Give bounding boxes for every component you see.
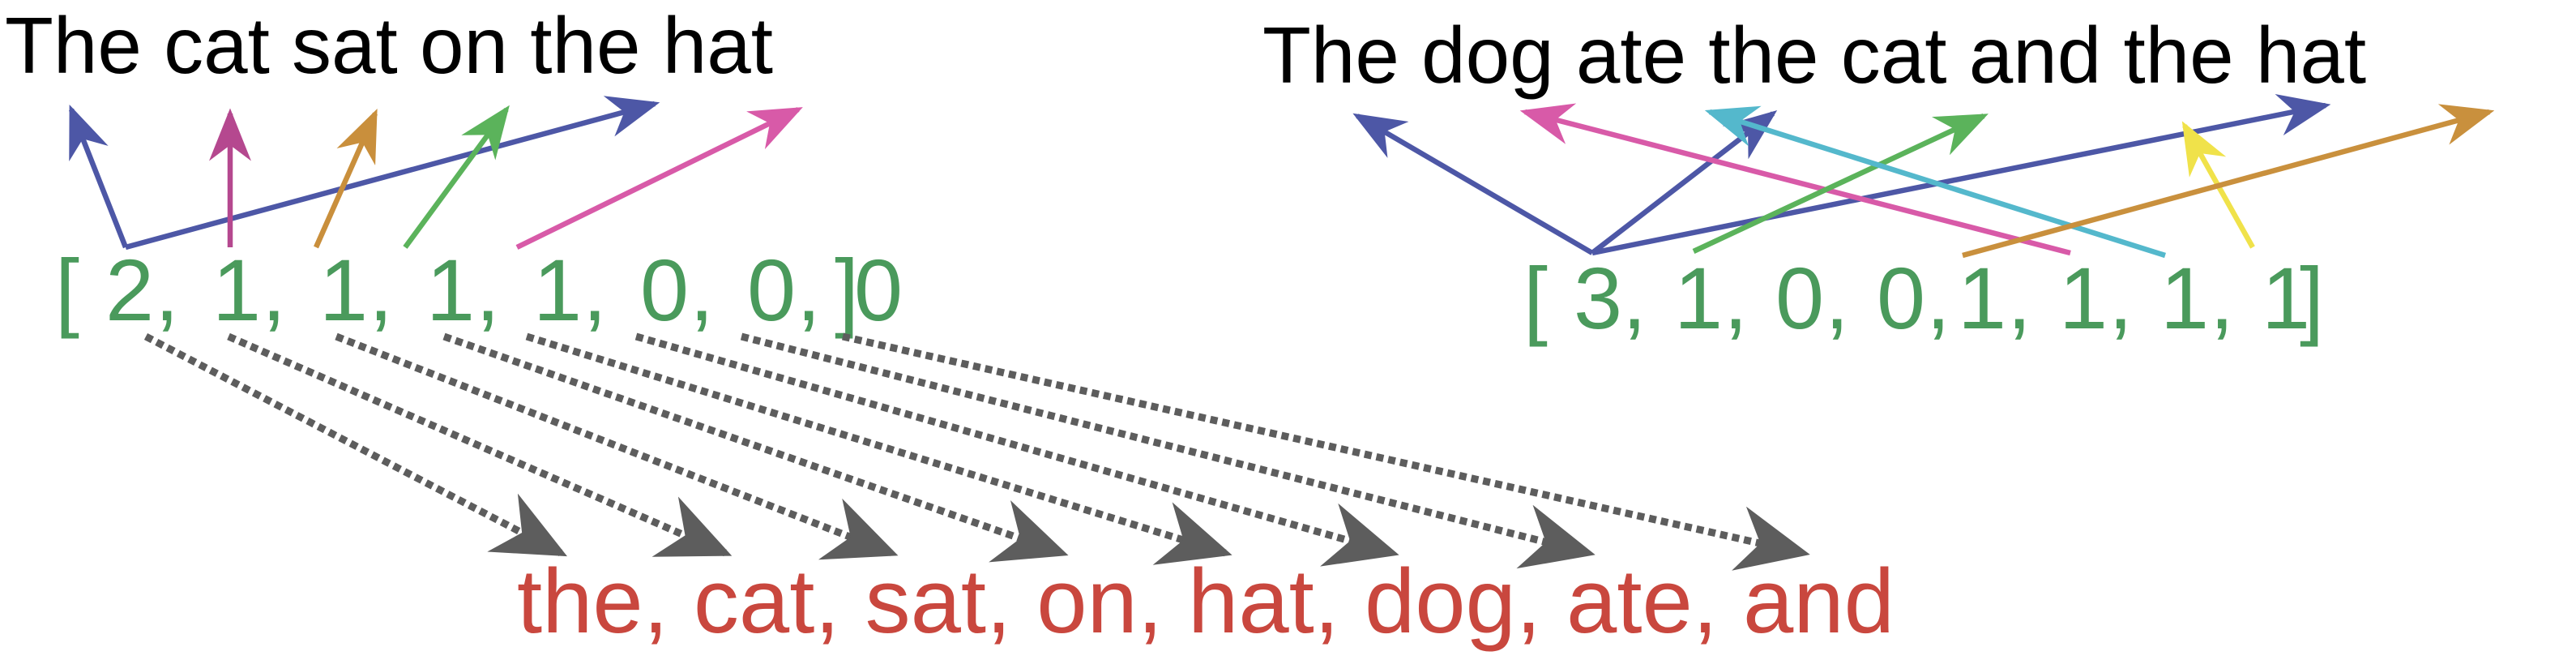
vector-value: 1 xyxy=(2059,249,2108,347)
vector-value: 3 xyxy=(1574,249,1622,347)
vector-value: 0 xyxy=(854,241,903,339)
link-on xyxy=(442,332,1069,563)
vocabulary-list: the, cat, sat, on, hat, dog, ate, and xyxy=(517,551,1895,652)
count-vector-1: [ 2 , 1 , 1 , 1 , 1 , 0 , 0 , 0 ] xyxy=(55,241,903,339)
arrow-hat xyxy=(515,107,803,250)
vector-comma: , xyxy=(369,241,393,339)
vector-value: 1 xyxy=(319,241,368,339)
link-the xyxy=(143,333,567,557)
vector-comma: , xyxy=(2210,249,2234,347)
vector-comma: , xyxy=(1724,249,1748,347)
vector-value: 1 xyxy=(2262,249,2310,347)
vector-value: 1 xyxy=(533,241,582,339)
sentence-1: The cat sat on the hat xyxy=(5,1,773,90)
vector-value: 0 xyxy=(640,241,689,339)
arrow-dog xyxy=(1692,114,1989,254)
vocabulary-links xyxy=(143,332,1810,571)
arrow-the-1 xyxy=(1352,113,1594,255)
vector-value: 1 xyxy=(1958,249,2006,347)
vector-value: 1 xyxy=(426,241,475,339)
vector-comma: , xyxy=(1622,249,1647,347)
vector-bracket-open: [ xyxy=(55,241,79,339)
vector-comma: , xyxy=(690,241,714,339)
vector-bracket-close: ] xyxy=(835,241,859,339)
arrow-cat xyxy=(1519,103,2071,256)
link-hat xyxy=(525,332,1232,565)
vector-comma: , xyxy=(262,241,286,339)
sentence-2: The dog ate the cat and the hat xyxy=(1262,11,2366,100)
vector-comma: , xyxy=(2007,249,2031,347)
vector-value: 0 xyxy=(1775,249,1824,347)
arrow-ate xyxy=(1704,105,2166,259)
vector-value: 0 xyxy=(1877,249,1925,347)
link-sat xyxy=(335,332,899,560)
vector-comma: , xyxy=(1825,249,1849,347)
arrow-the xyxy=(68,104,129,249)
vector-value: 0 xyxy=(747,241,796,339)
vector-bracket-close: ] xyxy=(2300,249,2324,347)
vector-comma: , xyxy=(797,241,821,339)
arrow-sat xyxy=(314,109,378,249)
count-vector-2: [ 3 , 1 , 0 , 0 , 1 , 1 , 1 , 1 ] xyxy=(1523,249,2324,347)
vector-value: 1 xyxy=(212,241,261,339)
arrow-the-second xyxy=(125,96,660,251)
vector-comma: , xyxy=(476,241,500,339)
vector-value: 2 xyxy=(105,241,154,339)
vector-comma: , xyxy=(2108,249,2133,347)
arrow-hat xyxy=(1962,104,2495,259)
link-cat xyxy=(227,332,733,557)
vector-bracket-open: [ xyxy=(1523,249,1548,347)
sentence-2-arrows xyxy=(1352,94,2495,259)
link-and xyxy=(842,332,1810,571)
vector-comma: , xyxy=(155,241,179,339)
vector-value: 1 xyxy=(2160,249,2209,347)
arrow-on xyxy=(403,105,510,249)
vector-comma: , xyxy=(1926,249,1950,347)
vector-comma: , xyxy=(583,241,607,339)
vector-value: 1 xyxy=(1674,249,1723,347)
link-dog xyxy=(634,332,1399,567)
sentence-1-arrows xyxy=(68,96,803,251)
